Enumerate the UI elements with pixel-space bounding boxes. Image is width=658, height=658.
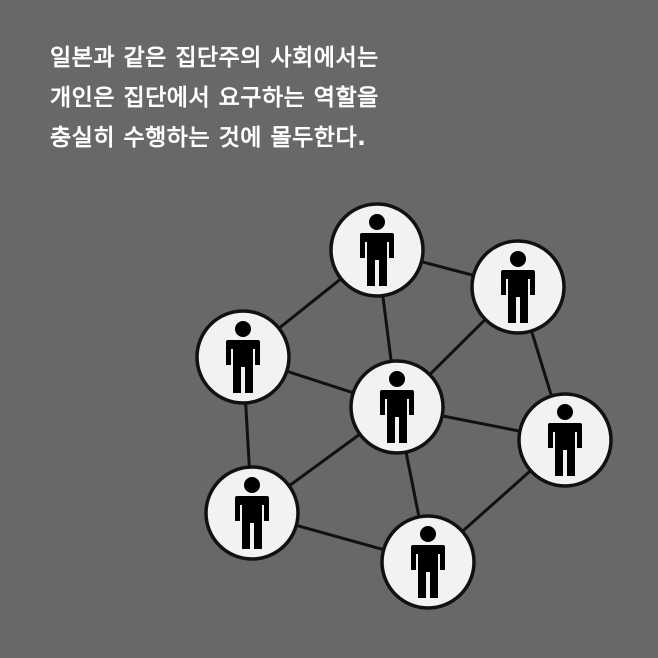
caption-line: 개인은 집단에서 요구하는 역할을 [50, 85, 379, 111]
caption-line: 일본과 같은 집단주의 사회에서는 [50, 45, 379, 71]
person-icon [411, 526, 445, 598]
network-node [204, 465, 300, 561]
person-icon [548, 404, 582, 476]
person-body [548, 423, 582, 476]
person-head [510, 251, 526, 267]
person-body [360, 233, 394, 286]
person-body [380, 390, 414, 443]
person-icon [360, 214, 394, 286]
person-body [501, 270, 535, 323]
person-head [420, 526, 436, 542]
person-head [369, 214, 385, 230]
person-head [235, 321, 251, 337]
network-node [349, 359, 445, 455]
network-node [470, 239, 566, 335]
network-node [329, 202, 425, 298]
network-node [380, 514, 476, 610]
person-head [389, 371, 405, 387]
person-icon [235, 477, 269, 549]
network-node [195, 309, 291, 405]
caption-line: 충실히 수행하는 것에 몰두한다. [50, 125, 367, 151]
person-body [235, 496, 269, 549]
person-body [226, 340, 260, 393]
person-body [411, 545, 445, 598]
caption-text: 일본과 같은 집단주의 사회에서는 개인은 집단에서 요구하는 역할을 충실히 … [50, 38, 379, 158]
network-node [517, 392, 613, 488]
person-head [244, 477, 260, 493]
person-icon [380, 371, 414, 443]
person-icon [226, 321, 260, 393]
person-head [557, 404, 573, 420]
person-icon [501, 251, 535, 323]
